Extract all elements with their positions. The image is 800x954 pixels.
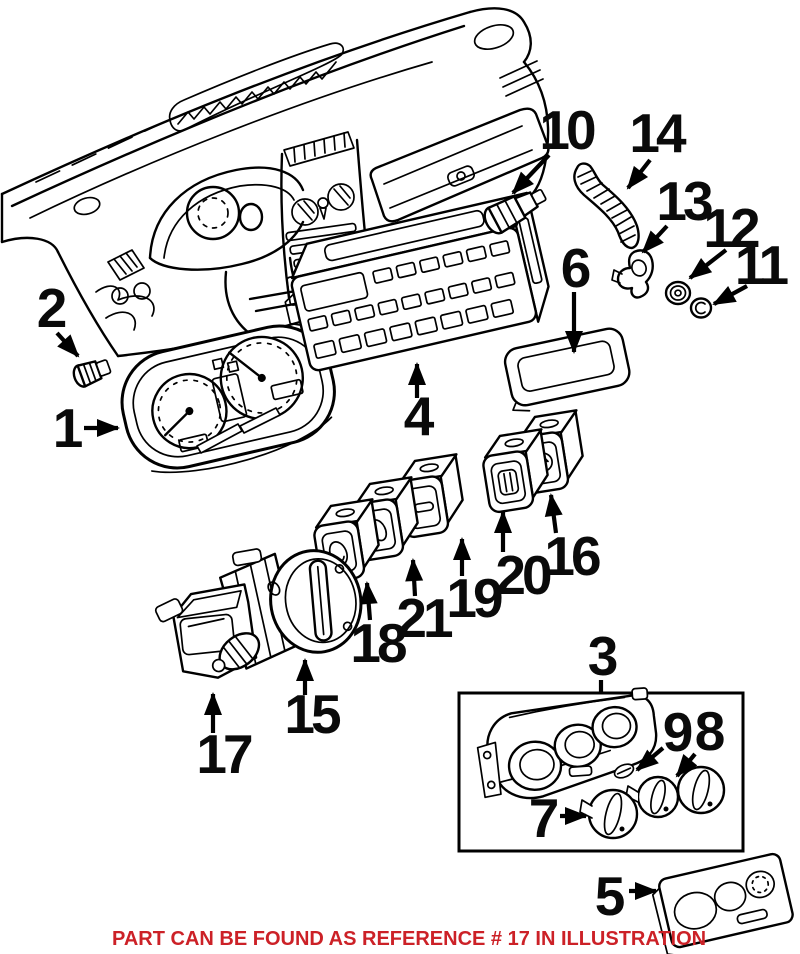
headlight-switch-drawing xyxy=(219,548,363,670)
display-bezel-drawing xyxy=(503,327,631,412)
callout-16: 16 xyxy=(544,493,604,587)
callout-4: 4 xyxy=(404,362,439,447)
callout-21-label: 21 xyxy=(396,587,453,649)
callout-14: 14 xyxy=(626,102,691,190)
callout-19: 19 xyxy=(446,537,506,629)
callout-2: 2 xyxy=(37,277,80,358)
callouts: 1 2 3 4 5 6 7 8 xyxy=(37,99,793,927)
grommet-large-drawing xyxy=(664,280,692,306)
callout-19-label: 19 xyxy=(446,567,502,629)
callout-17: 17 xyxy=(196,692,256,785)
callout-8-label: 8 xyxy=(695,700,724,762)
callout-7-label: 7 xyxy=(529,787,558,849)
callout-3: 3 xyxy=(588,625,621,693)
callout-1: 1 xyxy=(53,397,120,459)
callout-5-label: 5 xyxy=(595,865,625,927)
climate-control-box xyxy=(457,687,745,853)
callout-3-label: 3 xyxy=(588,625,617,687)
callout-14-label: 14 xyxy=(629,102,687,164)
callout-11-label: 11 xyxy=(735,234,789,296)
callout-12: 12 xyxy=(688,197,763,280)
callout-20-label: 20 xyxy=(495,544,551,606)
switch-module-drawing xyxy=(154,583,261,679)
instrument-cluster-drawing xyxy=(120,324,336,474)
climate-control-drawing xyxy=(476,687,658,800)
bracket-drawing xyxy=(611,249,654,299)
callout-10: 10 xyxy=(511,99,599,195)
radio-unit-drawing xyxy=(284,191,550,372)
radio-buttons xyxy=(307,240,516,359)
callout-10-label: 10 xyxy=(539,99,595,161)
callout-5: 5 xyxy=(595,865,658,927)
callout-20: 20 xyxy=(494,510,555,606)
callout-18-label: 18 xyxy=(350,612,406,674)
switch20-drawing xyxy=(482,428,549,514)
callout-21: 21 xyxy=(396,558,457,649)
knob-pair-drawing xyxy=(625,765,726,819)
callout-16-label: 16 xyxy=(544,525,600,587)
callout-9-label: 9 xyxy=(663,701,692,763)
callout-2-label: 2 xyxy=(37,277,66,339)
callout-12-label: 12 xyxy=(703,197,759,259)
callout-11: 11 xyxy=(712,234,792,306)
grommet-small-drawing xyxy=(689,297,713,319)
callout-6-label: 6 xyxy=(561,237,590,299)
callout-13-label: 13 xyxy=(656,170,712,232)
callout-15: 15 xyxy=(284,658,345,745)
knob-single-drawing xyxy=(579,788,639,840)
callout-13: 13 xyxy=(641,170,716,254)
callout-1-label: 1 xyxy=(53,397,83,459)
bulb-part-drawing xyxy=(72,359,112,388)
switch-row-drawing xyxy=(313,409,584,584)
callout-17-label: 17 xyxy=(196,723,252,785)
faceplate-drawing xyxy=(651,852,794,954)
callout-15-label: 15 xyxy=(284,683,341,745)
callout-18: 18 xyxy=(350,581,410,674)
clip-drawing xyxy=(613,763,635,779)
reference-note: PART CAN BE FOUND AS REFERENCE # 17 IN I… xyxy=(112,928,706,950)
callout-4-label: 4 xyxy=(404,385,435,447)
hose-drawing xyxy=(573,162,640,250)
